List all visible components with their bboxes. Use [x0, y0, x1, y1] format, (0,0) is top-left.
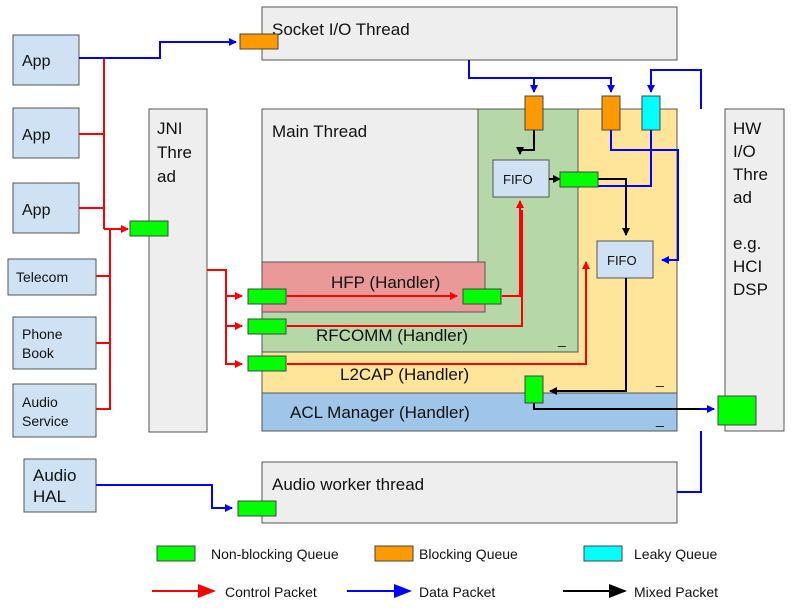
phonebook-box: Phone Book — [12, 316, 97, 370]
hw-io-thread-label-line: Thre — [733, 165, 768, 184]
acl-nonblocking-queue — [524, 375, 544, 404]
main-thread-label: Main Thread — [272, 122, 367, 141]
hw-io-thread-label: HW I/O Thre ad e.g. HCI DSP — [733, 119, 773, 299]
acl-minimize-mark: _ — [655, 411, 664, 427]
rfcomm-blocking-queue — [524, 95, 544, 131]
data-line-audio-hal — [96, 484, 233, 512]
control-line-audio-service — [96, 229, 111, 410]
audio-hal-label-line: HAL — [33, 487, 66, 506]
l2cap-nonblocking-queue — [247, 355, 287, 372]
legend-non-blocking-label: Non-blocking Queue — [211, 546, 339, 562]
control-line-rfcomm-to-fifo — [287, 210, 523, 327]
fifo-l2cap: FIFO — [596, 240, 654, 279]
hfp-handler: HFP (Handler) — [261, 261, 486, 313]
queues — [129, 33, 757, 517]
mixed-line-queue-to-l2cap-fifo — [598, 178, 630, 236]
acl-manager-handler: ACL Manager (Handler) _ — [261, 392, 678, 432]
legend: Non-blocking Queue Blocking Queue Leaky … — [152, 545, 718, 600]
hw-io-thread-label-line: HW — [733, 119, 761, 138]
legend-non-blocking-swatch — [156, 545, 196, 562]
rfcomm-nonblocking-queue — [247, 318, 287, 335]
legend-blocking-swatch — [374, 545, 414, 562]
audio-service-label-line: Service — [22, 413, 69, 429]
audio-worker-thread-label: Audio worker thread — [272, 475, 424, 494]
fifo-output-nonblocking-queue — [559, 171, 599, 188]
l2cap-blocking-queue — [601, 95, 621, 131]
app-box-2-label: App — [22, 127, 51, 144]
control-line-hfp-to-fifo — [502, 200, 524, 297]
hw-io-thread-label-line: e.g. — [733, 234, 761, 253]
legend-blocking-label: Blocking Queue — [419, 546, 518, 562]
mixed-packet-lines — [516, 130, 700, 410]
data-packet-lines — [79, 38, 715, 512]
data-line-hw-to-audio — [677, 431, 702, 493]
jni-thread-label-line: Thre — [157, 143, 192, 162]
l2cap-handler-label: L2CAP (Handler) — [340, 365, 469, 384]
hw-io-thread-label-line: ad — [733, 188, 752, 207]
hw-nonblocking-queue — [717, 395, 757, 426]
data-line-socket-to-l2cap-queue — [468, 77, 611, 92]
audio-service-box: Audio Service — [12, 383, 97, 438]
jni-thread: JNI Thre ad — [148, 108, 208, 433]
rfcomm-minimize-mark: _ — [557, 331, 566, 347]
socket-blocking-queue — [239, 33, 279, 50]
jni-thread-label-line: ad — [157, 167, 176, 186]
socket-io-thread-label: Socket I/O Thread — [272, 20, 410, 39]
data-line-socket-to-rfcomm-queue — [468, 60, 538, 93]
legend-mixed-label: Mixed Packet — [634, 584, 718, 600]
audio-worker-thread: Audio worker thread — [261, 461, 678, 524]
audio-hal-label: Audio HAL — [33, 466, 81, 506]
socket-io-thread: Socket I/O Thread — [261, 6, 678, 61]
control-line-app1 — [79, 57, 105, 229]
hfp-nonblocking-queue — [247, 288, 287, 305]
mixed-line-rfcomm-queue-to-fifo — [516, 130, 535, 155]
app-box-1: App — [12, 34, 80, 86]
data-line-app-to-socket — [79, 38, 237, 59]
legend-leaky-swatch — [583, 545, 623, 562]
legend-leaky-label: Leaky Queue — [634, 546, 717, 562]
data-line-leaky-down — [578, 130, 652, 187]
jni-thread-label: JNI Thre ad — [157, 119, 197, 186]
hfp-internal-nonblocking-queue — [462, 288, 502, 305]
fifo-l2cap-label: FIFO — [607, 253, 637, 268]
app-box-3: App — [12, 182, 80, 234]
data-line-l2cap-queue-down — [610, 130, 679, 264]
mixed-line-acl-to-hw — [533, 403, 700, 410]
l2cap-leaky-queue — [641, 95, 661, 131]
app-box-2: App — [12, 107, 80, 159]
jni-nonblocking-queue — [129, 220, 169, 237]
audio-service-label: Audio Service — [22, 394, 69, 429]
phonebook-label-line: Book — [22, 345, 55, 361]
legend-data-label: Data Packet — [419, 584, 495, 600]
phonebook-label: Phone Book — [22, 326, 66, 361]
data-line-hw-to-leaky — [647, 69, 702, 109]
fifo-rfcomm: FIFO — [492, 159, 550, 198]
control-line-jni-out — [207, 269, 243, 368]
hw-io-thread: HW I/O Thre ad e.g. HCI DSP — [724, 108, 785, 432]
hfp-handler-label: HFP (Handler) — [331, 273, 440, 292]
telecom-label: Telecom — [16, 269, 68, 285]
legend-control-label: Control Packet — [225, 584, 317, 600]
audio-hal-label-line: Audio — [33, 466, 76, 485]
l2cap-minimize-mark: _ — [655, 371, 664, 387]
fifo-rfcomm-label: FIFO — [503, 172, 533, 187]
audio-worker-nonblocking-queue — [237, 500, 277, 517]
rfcomm-handler-label: RFCOMM (Handler) — [316, 326, 468, 345]
app-box-3-label: App — [22, 202, 51, 219]
hw-io-thread-label-line: I/O — [733, 142, 756, 161]
audio-service-label-line: Audio — [22, 394, 58, 410]
hw-io-thread-label-line: DSP — [733, 280, 768, 299]
audio-hal-box: Audio HAL — [23, 458, 97, 513]
mixed-line-l2cap-fifo-to-acl — [549, 278, 627, 395]
phonebook-label-line: Phone — [22, 326, 63, 342]
hw-io-thread-label-line: HCI — [733, 257, 762, 276]
jni-thread-label-line: JNI — [157, 119, 183, 138]
acl-manager-label: ACL Manager (Handler) — [290, 403, 470, 422]
telecom-box: Telecom — [7, 258, 97, 296]
app-box-1-label: App — [22, 53, 51, 70]
control-line-l2cap-to-fifo — [287, 261, 590, 365]
